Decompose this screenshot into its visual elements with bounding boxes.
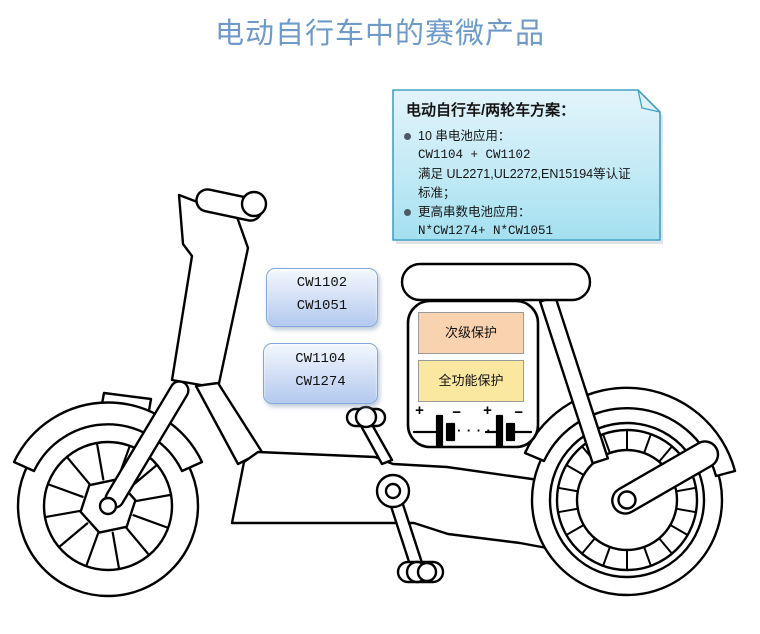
front-wheel-spokes	[44, 442, 172, 570]
callout-line: N*CW1274+ N*CW1051	[418, 224, 554, 238]
callout-title: 电动自行车/两轮车方案：	[406, 102, 576, 119]
rear-axle	[617, 490, 637, 510]
callout-line: 满足 UL2271,UL2272,EN15194等认证	[418, 167, 631, 181]
battery-plus-icon: +	[415, 403, 425, 420]
battery-cells-icon	[412, 414, 533, 448]
battery-plus-icon: +	[483, 403, 493, 420]
secondary-protection-label: 次级保护	[444, 325, 497, 340]
secondary-protection-box: 次级保护	[418, 312, 524, 354]
chip-label-line: CW1274	[295, 374, 346, 390]
callout-line: 更高串数电池应用：	[404, 203, 656, 222]
battery-minus-icon: −	[452, 405, 462, 422]
full-function-protection-label: 全功能保护	[438, 373, 504, 388]
bullet-icon	[404, 132, 411, 140]
lower-pedal-spindle-2	[416, 561, 438, 583]
steering-column	[170, 193, 250, 390]
front-axle	[98, 496, 118, 516]
page-title: 电动自行车中的赛微产品	[214, 18, 545, 50]
crank-axle-center	[384, 482, 402, 500]
battery-series-dots: ·····	[455, 423, 505, 438]
callout-text: 电动自行车/两轮车方案： 10 串电池应用： CW1104 + CW1102 满…	[404, 97, 656, 241]
chip-label-line: CW1051	[296, 298, 348, 314]
full-function-protection-box: 全功能保护	[418, 360, 524, 402]
battery-minus-icon: −	[514, 405, 524, 422]
chip-label-line: CW1102	[296, 275, 348, 291]
callout-shape	[392, 89, 661, 241]
chip-label-cw1104-cw1274: CW1104 CW1274	[263, 343, 378, 404]
bullet-icon	[404, 208, 411, 216]
chip-label-line: CW1104	[295, 351, 346, 367]
callout-fold	[637, 89, 661, 113]
handlebar-grip-end	[240, 190, 268, 218]
callout-line: 10 串电池应用：	[404, 127, 656, 146]
rear-stay	[611, 440, 720, 515]
callout-line: 标准；	[418, 186, 456, 200]
upper-pedal-spindle	[354, 405, 378, 429]
callout-box	[392, 89, 663, 244]
down-tube	[194, 381, 264, 466]
callout-line: CW1104 + CW1102	[418, 148, 531, 162]
chip-label-cw1102-cw1051: CW1102 CW1051	[266, 268, 378, 327]
seat	[400, 262, 592, 302]
callout-line-text: 更高串数电池应用：	[418, 205, 531, 219]
callout-line-text: 10 串电池应用：	[418, 129, 511, 143]
